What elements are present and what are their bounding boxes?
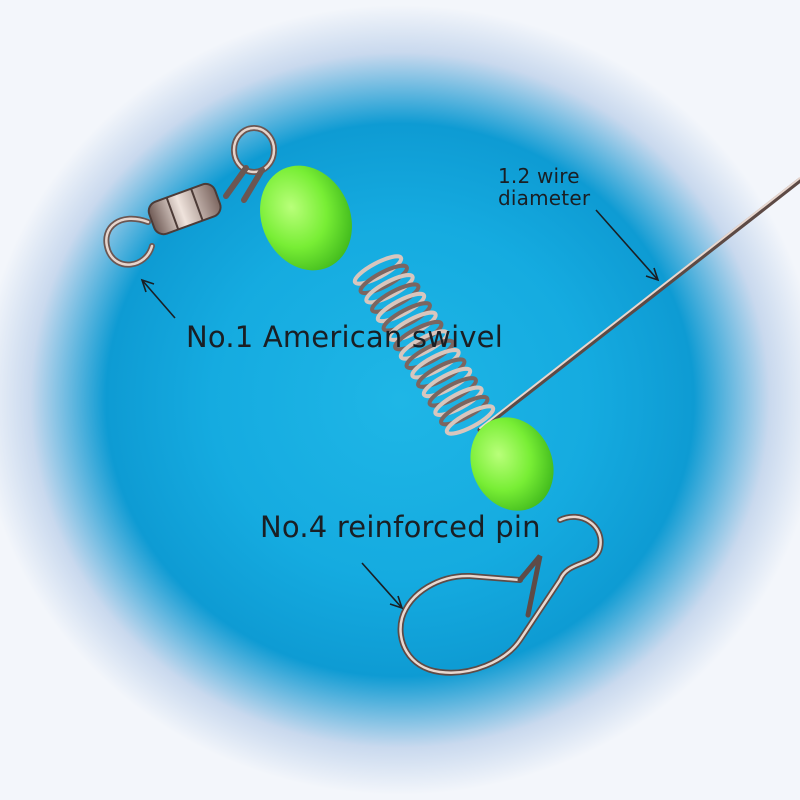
swivel-bottom-eye — [103, 215, 155, 268]
swivel-barrel — [147, 182, 222, 236]
spring-coil — [404, 338, 455, 371]
swivel-top-eye — [223, 125, 277, 203]
spring-coil — [421, 366, 473, 399]
wire-arrow — [595, 209, 660, 282]
pin-label: No.4 reinforced pin — [260, 510, 541, 544]
spring-coil — [364, 273, 415, 305]
pin-arrow — [361, 562, 404, 610]
snap-pin — [397, 513, 604, 676]
spring-coil — [416, 357, 467, 389]
wire-label-line-2: diameter — [498, 186, 591, 210]
spring-coil — [439, 394, 490, 427]
spring-coil — [375, 291, 427, 324]
spring-coil — [427, 376, 478, 408]
straight-wire — [477, 177, 800, 433]
swivel-arrow — [140, 278, 176, 319]
wire-diameter-label: 1.2 wire diameter — [498, 165, 590, 209]
spring-coil — [393, 319, 444, 352]
spring-coil — [410, 348, 461, 380]
top-bead — [260, 165, 352, 271]
coil-spring — [352, 254, 496, 436]
spring-coil — [352, 254, 404, 286]
spring-coil — [433, 385, 484, 417]
spring-coil — [358, 263, 409, 296]
wire-label-line-1: 1.2 wire — [498, 164, 580, 188]
swivel-label: No.1 American swivel — [186, 320, 503, 354]
spring-coil — [398, 329, 450, 361]
spring-coil — [444, 404, 496, 436]
spring-coil — [370, 282, 421, 314]
bottom-bead — [470, 417, 554, 511]
spring-coil — [387, 310, 438, 342]
spring-coil — [381, 301, 432, 333]
